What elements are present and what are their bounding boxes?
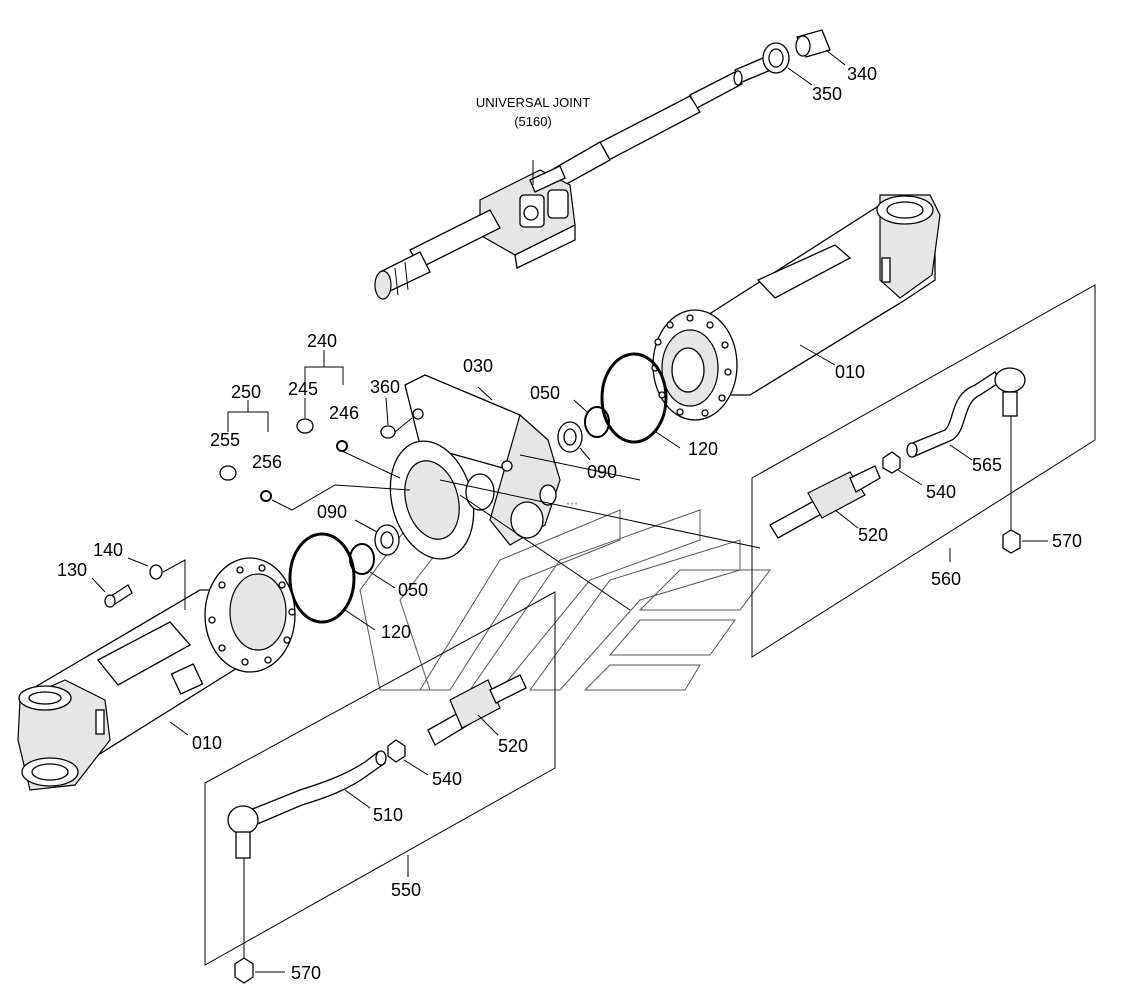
label-130: 130 [57, 560, 87, 580]
label-120-left: 120 [381, 622, 411, 642]
label-090-left: 090 [317, 502, 347, 522]
bracket-240 [304, 350, 344, 385]
carrier-030: ° ° ° [389, 374, 578, 560]
o-ring-120-right [600, 352, 681, 449]
group-frame-550 [204, 591, 556, 966]
bolt-130 [91, 577, 133, 608]
group-frame-560 [751, 284, 1096, 658]
label-050-left: 050 [398, 580, 428, 600]
tie-rod-arm-565 [906, 367, 1026, 461]
label-140: 140 [93, 540, 123, 560]
label-246: 246 [329, 403, 359, 423]
label-010-left: 010 [192, 733, 222, 753]
universal-joint-shaft [374, 54, 779, 300]
bushing-340 [795, 29, 846, 66]
label-240: 240 [307, 331, 337, 351]
ring-050-right [573, 399, 610, 438]
label-540-right: 540 [926, 482, 956, 502]
nut-540-right [882, 451, 923, 486]
bearing-090-right [557, 421, 591, 461]
label-340: 340 [847, 64, 877, 84]
tie-rod-end-left [427, 674, 527, 746]
svg-text:° ° °: ° ° ° [567, 503, 578, 509]
label-350: 350 [812, 84, 842, 104]
label-245: 245 [288, 379, 318, 399]
nut-570-right [1002, 416, 1048, 554]
plug-255 [219, 465, 237, 481]
o-ring-246 [336, 440, 401, 479]
tie-rod-end-right [769, 465, 881, 539]
label-255: 255 [210, 430, 240, 450]
label-565: 565 [972, 455, 1002, 475]
label-360: 360 [370, 377, 400, 397]
label-030: 030 [463, 356, 493, 376]
label-050-right: 050 [530, 383, 560, 403]
axle-housing-left [17, 557, 296, 791]
label-256: 256 [252, 452, 282, 472]
label-550: 550 [391, 880, 421, 900]
label-250: 250 [231, 382, 261, 402]
label-560: 560 [931, 569, 961, 589]
o-ring-256 [260, 484, 411, 511]
watermark-logo [359, 509, 771, 691]
axle-housing-right [651, 194, 941, 421]
label-510: 510 [373, 805, 403, 825]
label-520-right: 520 [858, 525, 888, 545]
label-090-right: 090 [587, 462, 617, 482]
part-labels: 340 350 010 030 240 245 246 360 250 255 … [57, 64, 1082, 983]
label-570-left: 570 [291, 963, 321, 983]
bearing-090-left [354, 519, 400, 556]
nut-570-left [234, 858, 285, 984]
tie-rod-arm-510 [227, 750, 387, 859]
label-010-right: 010 [835, 362, 865, 382]
plug-245 [296, 398, 314, 434]
nut-540-left [387, 739, 429, 776]
label-540-left: 540 [432, 769, 462, 789]
label-120-right: 120 [688, 439, 718, 459]
universal-joint-name: UNIVERSAL JOINT [476, 95, 590, 110]
label-570-right: 570 [1052, 531, 1082, 551]
seal-350 [762, 42, 813, 86]
label-520-left: 520 [498, 736, 528, 756]
o-ring-120-left [288, 532, 376, 631]
leader-lines [439, 454, 761, 611]
universal-joint-code: (5160) [514, 114, 552, 129]
bracket-250 [227, 400, 269, 432]
bolt-360 [380, 397, 413, 439]
washer-140 [127, 557, 186, 610]
